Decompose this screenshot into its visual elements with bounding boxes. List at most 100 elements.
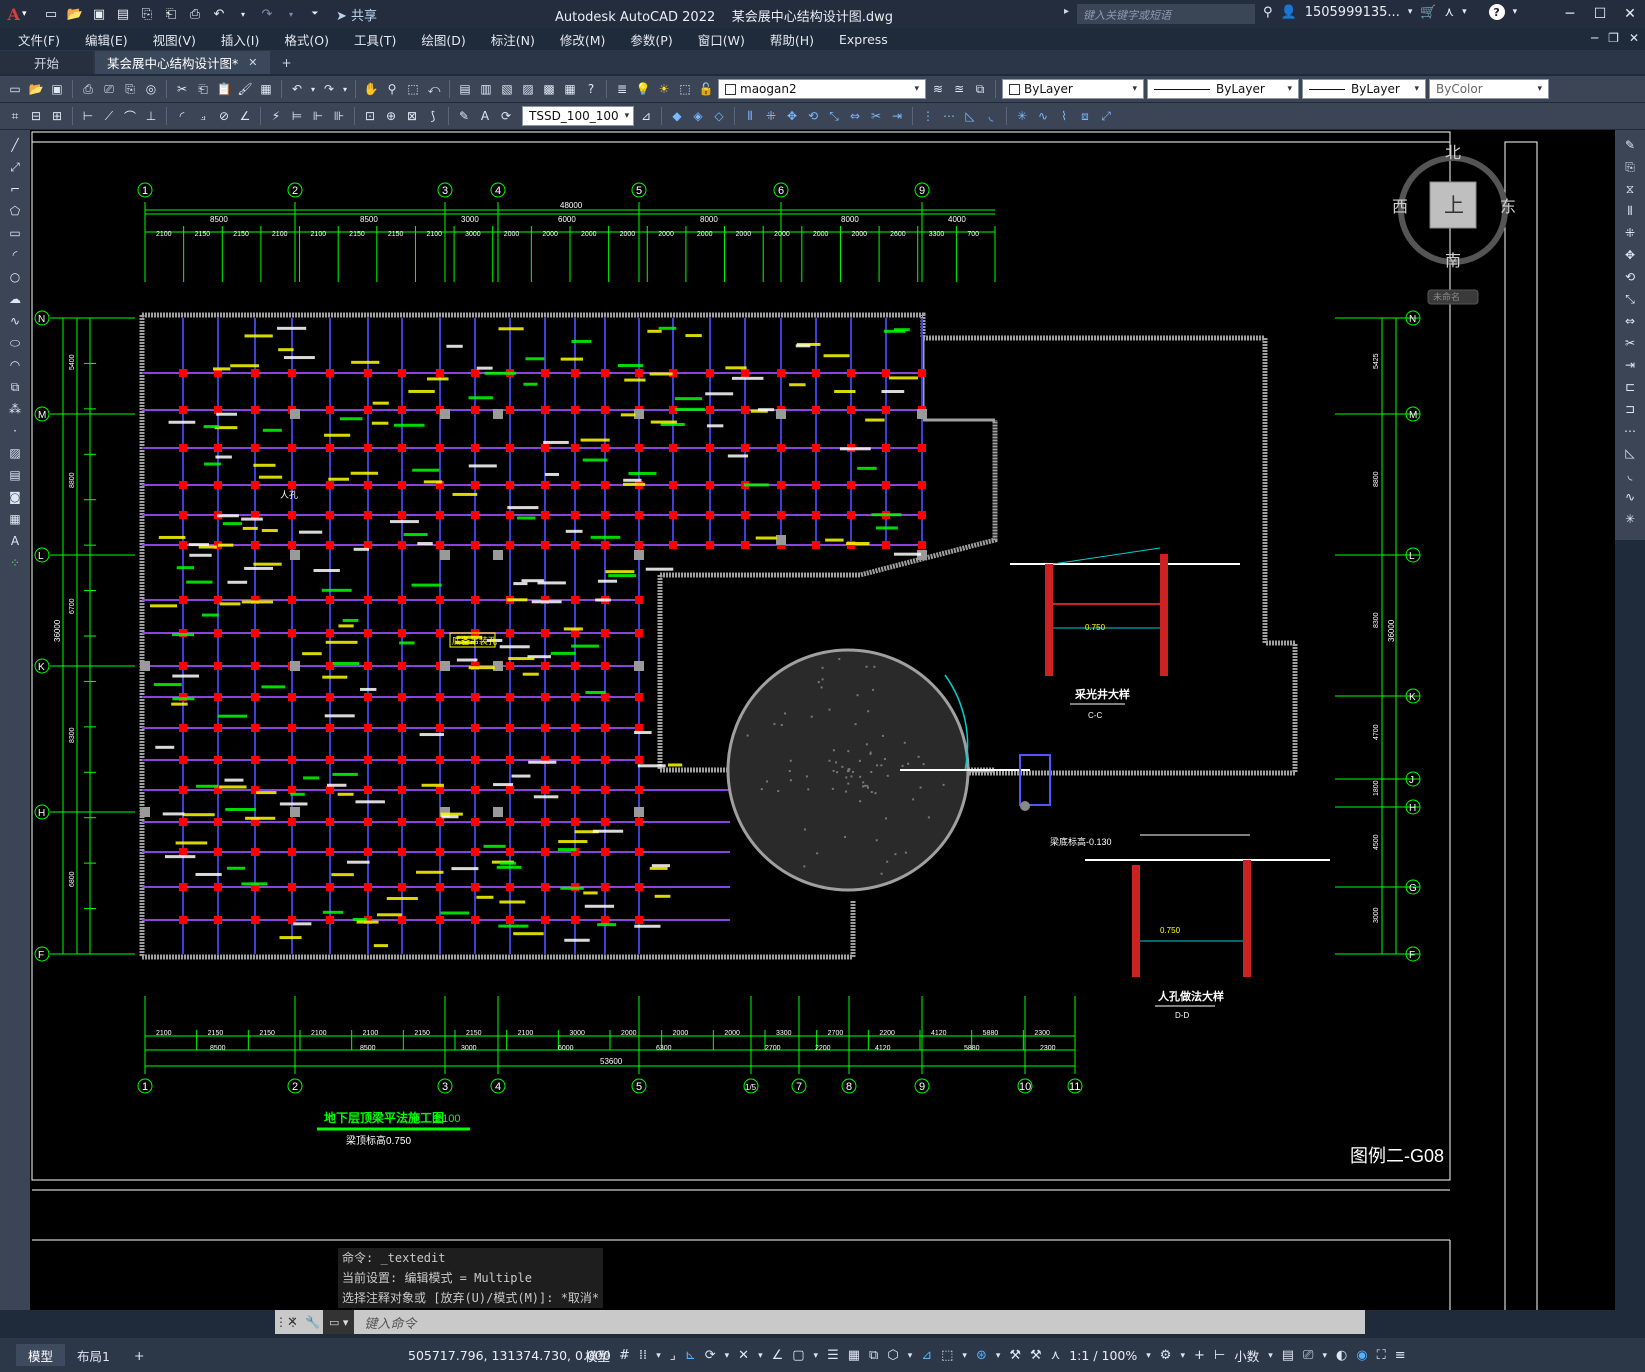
annotation-scale-icon[interactable]: ⋏ — [1050, 1348, 1061, 1363]
hatch-icon[interactable]: ▨ — [9, 446, 21, 460]
undo-dropdown-icon[interactable]: ▾ — [310, 84, 315, 94]
3d-print-icon[interactable]: ◎ — [145, 82, 157, 96]
new-tab-icon[interactable]: + — [281, 56, 292, 70]
menu-dimension[interactable]: 标注(N) — [490, 32, 535, 48]
dim-continue-icon[interactable]: ⊩ — [312, 109, 324, 123]
polar-dropdown-icon[interactable]: ▾ — [724, 1350, 730, 1361]
polyline-icon[interactable]: ⌐ — [9, 182, 21, 196]
line-icon[interactable]: ╱ — [11, 138, 19, 152]
ellipse-icon[interactable]: ⬭ — [9, 335, 21, 350]
user-name[interactable]: 1505999135... — [1304, 4, 1400, 20]
modify-align-icon[interactable]: ⤢ — [1101, 108, 1111, 123]
scale-dropdown-icon[interactable]: ▾ — [1146, 1350, 1151, 1361]
publish-icon[interactable]: ⎘ — [125, 81, 135, 96]
tab-close-icon[interactable]: ✕ — [248, 56, 258, 69]
coordinates-readout[interactable]: 505717.796, 131374.730, 0.000 — [408, 1348, 611, 1363]
match-properties-icon[interactable]: 🖌 — [237, 82, 253, 96]
command-line-customize-icon[interactable]: 🔧 — [305, 1315, 320, 1329]
quick-properties-icon[interactable]: ▤ — [1281, 1348, 1295, 1363]
user-icon[interactable]: 👤 — [1280, 4, 1297, 20]
lineweight-icon[interactable]: ☰ — [827, 1348, 839, 1363]
layer-dropdown[interactable]: maogan2▾ — [718, 79, 926, 99]
revision-cloud-icon[interactable]: ☁ — [9, 292, 21, 306]
move-icon[interactable]: ✥ — [1624, 248, 1636, 262]
selection-filter-dropdown-icon[interactable]: ▾ — [962, 1350, 967, 1361]
object-snap-dropdown-icon[interactable]: ▾ — [813, 1350, 819, 1361]
modify-join-icon[interactable]: ⋯ — [943, 109, 955, 123]
tab-start[interactable]: 开始 — [0, 51, 94, 74]
tolerance-icon[interactable]: ⊡ — [364, 109, 376, 123]
dynamic-ucs-icon[interactable]: ⊿ — [921, 1348, 933, 1363]
menu-edit[interactable]: 编辑(E) — [84, 32, 128, 48]
viewcube[interactable] — [1398, 155, 1508, 265]
dim-linear-icon[interactable]: ⊢ — [82, 109, 94, 123]
layer-properties-icon[interactable]: ≣ — [616, 82, 628, 96]
calculator-icon[interactable]: ▦ — [564, 82, 576, 96]
grid-icon[interactable]: # — [619, 1348, 630, 1363]
pan-icon[interactable]: ✋ — [363, 82, 379, 96]
rotate-icon[interactable]: ⟲ — [1624, 270, 1636, 284]
viewcube-face-label[interactable]: 上 — [1444, 194, 1464, 217]
lock-ui-icon[interactable]: ⎚ — [1303, 1348, 1314, 1363]
units-value[interactable]: 小数 — [1234, 1349, 1260, 1364]
properties-icon[interactable]: ▤ — [459, 82, 471, 96]
user-dropdown-icon[interactable]: ▾ — [1407, 7, 1413, 17]
dim-edit-icon[interactable]: ✎ — [458, 109, 470, 123]
multiline-text-icon[interactable]: A — [10, 534, 20, 548]
point-icon[interactable]: · — [13, 424, 17, 438]
modify-move-icon[interactable]: ✥ — [786, 109, 798, 123]
zoom-window-icon[interactable]: ⬚ — [407, 82, 419, 96]
object-snap-tracking-icon[interactable]: ∠ — [771, 1348, 784, 1363]
menu-window[interactable]: 窗口(W) — [697, 32, 745, 48]
open-web-icon[interactable]: ⎘ — [141, 6, 153, 22]
doc-minimize-icon[interactable]: ─ — [1590, 31, 1599, 45]
tab-model[interactable]: 模型 — [16, 1344, 66, 1366]
search-expand-icon[interactable]: ▸ — [1064, 6, 1070, 17]
menu-modify[interactable]: 修改(M) — [559, 32, 606, 48]
polygon-icon[interactable]: ⬠ — [9, 204, 21, 218]
construction-line-icon[interactable]: ⤢ — [10, 159, 20, 174]
redo-icon[interactable]: ↷ — [261, 6, 273, 22]
zoom-previous-icon[interactable]: ⤺ — [427, 81, 441, 96]
save-as-icon[interactable]: ▤ — [116, 6, 130, 22]
plot-icon[interactable]: ⎙ — [189, 6, 201, 22]
help-icon[interactable]: ? — [587, 82, 595, 96]
markup-icon[interactable]: ▩ — [543, 82, 555, 96]
color-dropdown[interactable]: ByLayer▾ — [1002, 79, 1144, 99]
annotation-monitor-icon[interactable]: + — [1193, 1348, 1205, 1363]
make-block-icon[interactable]: ⁂ — [9, 402, 21, 416]
save-icon[interactable]: ▣ — [51, 82, 63, 96]
units-icon[interactable]: ⊢ — [1213, 1348, 1226, 1363]
search-icon[interactable]: ⚲ — [1263, 4, 1273, 20]
dim-radius-icon[interactable]: ◜ — [179, 109, 185, 123]
gradient-icon[interactable]: ▤ — [9, 468, 21, 482]
ellipse-arc-icon[interactable]: ◠ — [9, 358, 21, 372]
redo-dropdown-icon[interactable]: ▾ — [288, 9, 293, 19]
modify-erase-icon[interactable]: ◆ — [672, 109, 682, 123]
isodraft-dropdown-icon[interactable]: ▾ — [758, 1350, 763, 1361]
3d-osnap-icon[interactable]: ⬡ — [887, 1348, 899, 1363]
open-icon[interactable]: 📂 — [28, 82, 44, 96]
menu-file[interactable]: 文件(F) — [18, 32, 60, 48]
save-icon[interactable]: ▣ — [92, 6, 106, 22]
doc-close-icon[interactable]: ✕ — [1628, 31, 1639, 45]
menu-insert[interactable]: 插入(I) — [220, 32, 260, 48]
autodesk-a360-icon[interactable]: ⋏ — [1444, 4, 1455, 20]
minimize-icon[interactable]: ─ — [1565, 6, 1575, 22]
menu-view[interactable]: 视图(V) — [152, 32, 196, 48]
isolate-objects-icon[interactable]: ◐ — [1335, 1348, 1348, 1363]
transparency-icon[interactable]: ▦ — [847, 1348, 861, 1363]
zoom-realtime-icon[interactable]: ⚲ — [387, 82, 397, 96]
add-selected-icon[interactable]: ⁘ — [9, 556, 21, 570]
modify-array-icon[interactable]: ⁜ — [765, 109, 777, 123]
dim-angular-icon[interactable]: ∠ — [239, 109, 251, 123]
app-menu-button[interactable]: A▾ — [7, 4, 27, 24]
dim-diameter-icon[interactable]: ⊘ — [218, 109, 230, 123]
dim-jogged-icon[interactable]: ⟓ — [200, 108, 206, 123]
paste-icon[interactable]: 📋 — [216, 82, 232, 96]
3d-osnap-dropdown-icon[interactable]: ▾ — [907, 1350, 913, 1361]
copy-icon[interactable]: ⎗ — [198, 81, 208, 96]
array-icon[interactable]: ⁜ — [1624, 226, 1636, 240]
fillet-icon[interactable]: ◟ — [1627, 468, 1633, 482]
